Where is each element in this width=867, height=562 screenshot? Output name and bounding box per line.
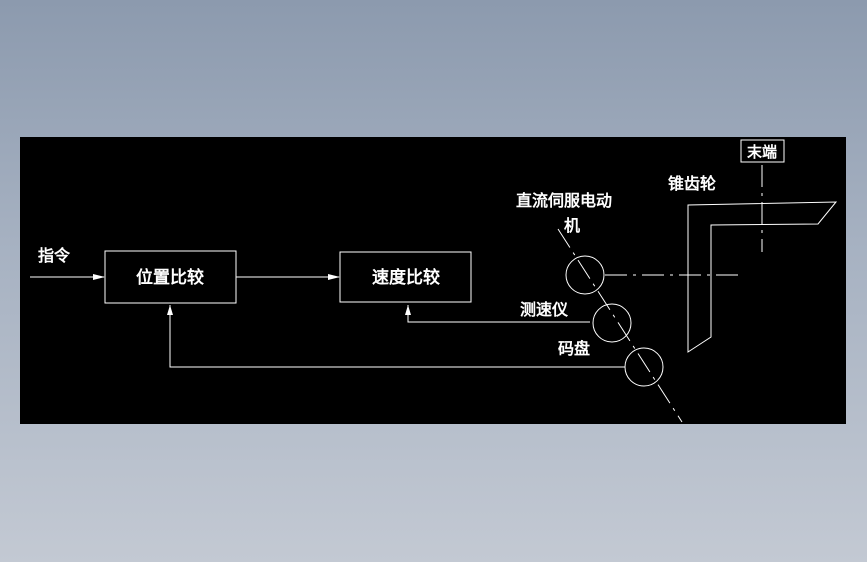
shaft-centerline (557, 228, 683, 423)
position-compare-label: 位置比较 (136, 267, 204, 288)
bevel-gear-label: 锥齿轮 (668, 174, 716, 193)
motor-circle (565, 255, 605, 295)
motor-label-line2: 机 (564, 216, 580, 235)
encoder-circle (624, 347, 664, 387)
speed-compare-label: 速度比较 (372, 267, 440, 288)
drawing-canvas: 指令 位置比较 速度比较 末端 直流伺服电动 机 测速仪 码盘 锥齿轮 (20, 137, 846, 424)
input-label: 指令 (38, 246, 71, 265)
bevel-gear-shape (687, 201, 838, 353)
tachometer-label: 测速仪 (520, 300, 569, 319)
tachometer-feedback-arrowhead (405, 305, 411, 315)
end-label: 末端 (747, 143, 777, 161)
encoder-feedback-arrowhead (167, 305, 173, 315)
tachometer-circle (592, 303, 632, 343)
encoder-feedback-line (169, 305, 625, 368)
encoder-label: 码盘 (558, 339, 590, 358)
servo-control-diagram: 指令 位置比较 速度比较 末端 直流伺服电动 机 测速仪 码盘 锥齿轮 (30, 139, 838, 423)
motor-label-line1: 直流伺服电动 (516, 191, 612, 210)
speed-compare-block (339, 251, 472, 303)
end-label-box (740, 139, 785, 163)
